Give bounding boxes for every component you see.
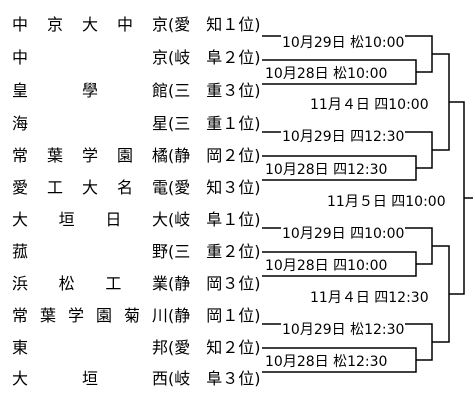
team-name-char: 大: [81, 15, 98, 34]
team-row: 大 垣 日 大 (岐 阜１位): [12, 208, 262, 232]
team-name: 愛工大名電: [12, 176, 168, 200]
team-name-char: 大: [81, 178, 98, 197]
team-name-char: 海: [12, 114, 29, 133]
team-name-char: 愛: [12, 178, 29, 197]
match-label-final: 11月５日 四10:00: [326, 194, 447, 210]
team-row: 菰野 (三 重２位): [12, 240, 262, 264]
bracket-line-r3-a: [432, 53, 450, 151]
team-name: 中京: [12, 46, 168, 70]
team-name-char: 工: [46, 178, 63, 197]
team-name-char: 中: [12, 48, 29, 67]
team-name: 常葉学園橘: [12, 144, 168, 168]
match-label-r1-b: 10月28日 四12:30: [264, 162, 389, 178]
team-name-char: 業: [151, 274, 168, 293]
team-name-char: 垣: [58, 210, 75, 229]
team-name-char: 西: [151, 369, 168, 388]
team-name-char: 葉: [46, 146, 63, 165]
team-name: 大垣西: [12, 367, 168, 391]
team-name-char: 東: [12, 338, 29, 357]
team-name-char: 皇: [12, 81, 29, 100]
match-label-r2-a: 10月29日 松10:00: [281, 35, 406, 51]
team-name-char: 浜: [12, 274, 29, 293]
match-label-r3-b: 11月４日 四12:30: [309, 290, 430, 306]
team-name-char: 大: [12, 369, 29, 388]
team-name: 海星: [12, 112, 168, 136]
team-name-char: 園: [116, 146, 133, 165]
match-label-r3-a: 11月４日 四10:00: [309, 97, 430, 113]
team-name-char: 中: [116, 15, 133, 34]
team-name-char: 葉: [39, 306, 56, 325]
team-name-char: 川: [151, 306, 168, 325]
team-name-char: 電: [151, 178, 168, 197]
team-name-char: 中: [12, 15, 29, 34]
team-name-char: 館: [151, 81, 168, 100]
team-prefecture: (岐 阜１位): [168, 210, 261, 229]
team-prefecture: (岐 阜２位): [168, 48, 261, 67]
bracket-line-final: [449, 101, 465, 295]
team-row: 大 垣 西 (岐 阜３位): [12, 367, 262, 391]
team-name-char: 日: [105, 210, 122, 229]
team-name: 皇學館: [12, 79, 168, 103]
team-name: 東邦: [12, 336, 168, 360]
match-label-r1-d: 10月28日 松12:30: [264, 354, 389, 370]
team-name-char: 邦: [151, 338, 168, 357]
team-row: 常葉学園菊川 (静 岡１位): [12, 304, 262, 328]
team-prefecture: (愛 知３位): [168, 178, 261, 197]
match-label-r2-b: 10月29日 四12:30: [281, 129, 406, 145]
team-prefecture: (愛 知２位): [168, 338, 261, 357]
team-prefecture: (静 岡１位): [168, 306, 261, 325]
team-name-char: 橘: [151, 146, 168, 165]
team-name-char: 名: [116, 178, 133, 197]
team-row: 浜 松 工 業 (静 岡３位): [12, 272, 262, 296]
team-name: 大垣日大: [12, 208, 168, 232]
team-name-char: 大: [151, 210, 168, 229]
team-name: 常葉学園菊川: [12, 304, 168, 328]
team-name-char: 學: [81, 81, 98, 100]
match-label-r1-c: 10月28日 四10:00: [264, 258, 389, 274]
team-name-char: 園: [95, 306, 112, 325]
team-row: 常葉学園橘 (静 岡２位): [12, 144, 262, 168]
team-name-char: 常: [12, 146, 29, 165]
team-name-char: 京: [151, 48, 168, 67]
team-name: 菰野: [12, 240, 168, 264]
team-prefecture: (三 重３位): [168, 81, 261, 100]
team-prefecture: (岐 阜３位): [168, 369, 261, 388]
team-row: 中京 (岐 阜２位): [12, 46, 262, 70]
team-name-char: 学: [67, 306, 84, 325]
team-prefecture: (静 岡２位): [168, 146, 261, 165]
team-prefecture: (三 重２位): [168, 242, 261, 261]
team-row: 東邦 (愛 知２位): [12, 336, 262, 360]
team-row: 皇 學 館 (三 重３位): [12, 79, 262, 103]
team-name-char: 常: [12, 306, 29, 325]
team-name-char: 松: [58, 274, 75, 293]
team-row: 海星 (三 重１位): [12, 112, 262, 136]
team-prefecture: (静 岡３位): [168, 274, 261, 293]
team-row: 中京大中京 (愛 知１位): [12, 13, 262, 37]
team-name-char: 学: [81, 146, 98, 165]
team-prefecture: (愛 知１位): [168, 15, 261, 34]
team-name-char: 菰: [12, 242, 29, 261]
match-label-r1-a: 10月28日 松10:00: [264, 66, 389, 82]
bracket-line-r3-b: [432, 245, 450, 343]
team-row: 愛工大名電 (愛 知３位): [12, 176, 262, 200]
match-label-r2-d: 10月29日 松12:30: [281, 322, 406, 338]
team-name-char: 野: [151, 242, 168, 261]
team-name-char: 京: [151, 15, 168, 34]
match-label-r2-c: 10月29日 四10:00: [281, 226, 406, 242]
team-name-char: 大: [12, 210, 29, 229]
team-name-char: 工: [105, 274, 122, 293]
team-prefecture: (三 重１位): [168, 114, 261, 133]
team-name-char: 星: [151, 114, 168, 133]
team-name-char: 京: [46, 15, 63, 34]
team-name: 浜松工業: [12, 272, 168, 296]
team-name-char: 菊: [123, 306, 140, 325]
team-name: 中京大中京: [12, 13, 168, 37]
team-name-char: 垣: [81, 369, 98, 388]
